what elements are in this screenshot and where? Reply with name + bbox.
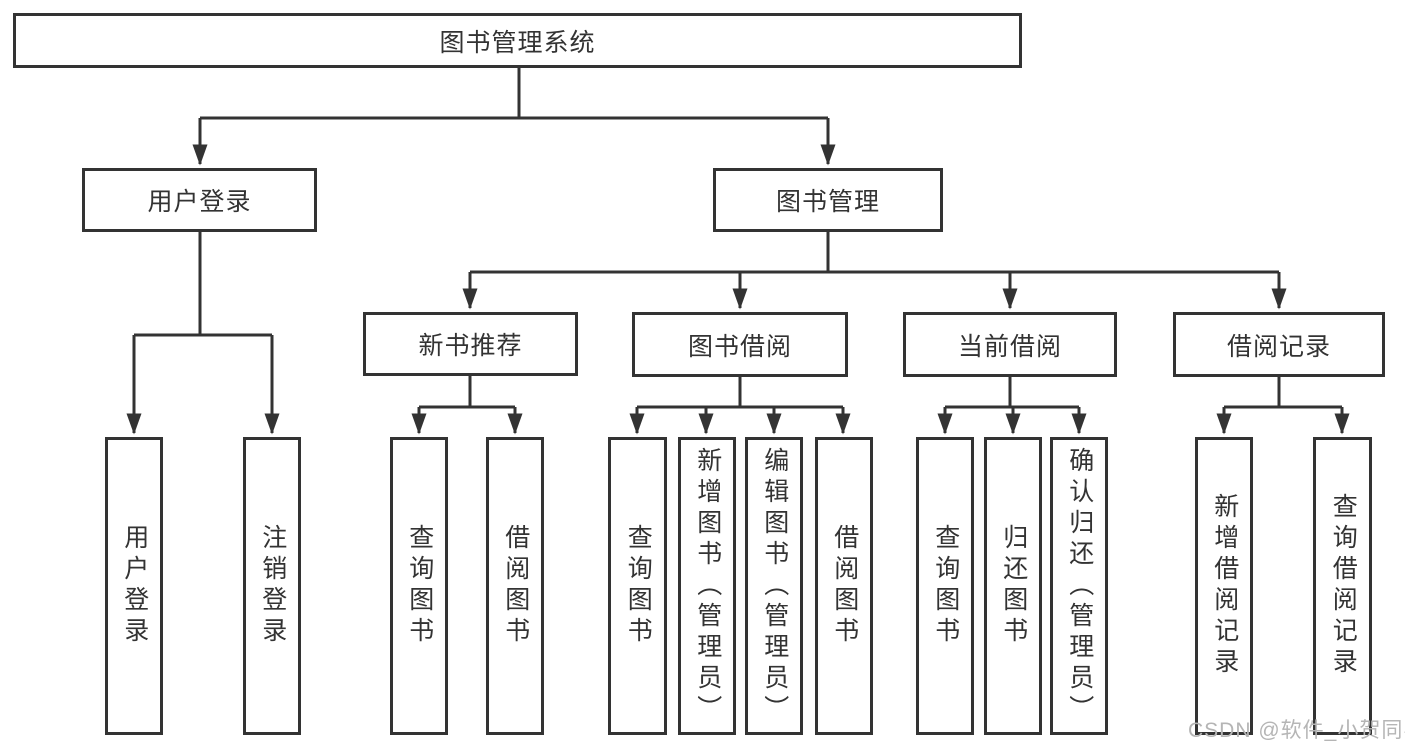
leaf-add-borrow-record: 新增借阅记录: [1195, 437, 1253, 735]
leaf-query-borrow-record: 查询借阅记录: [1313, 437, 1372, 735]
leaf-user-login: 用户登录: [105, 437, 163, 735]
node-book-management-branch: 图书管理: [713, 168, 943, 232]
node-current-borrowing: 当前借阅: [903, 312, 1117, 377]
node-book-borrowing: 图书借阅: [632, 312, 848, 377]
leaf-query-books-current: 查询图书: [916, 437, 974, 735]
csdn-watermark: CSDN @软件_小贺同学: [1188, 719, 1405, 742]
leaf-query-books-borrowing: 查询图书: [608, 437, 667, 735]
node-user-login-branch: 用户登录: [82, 168, 317, 232]
leaf-confirm-return-admin: 确认归还（管理员）: [1050, 437, 1108, 735]
node-library-management-system: 图书管理系统: [13, 13, 1022, 68]
leaf-logout: 注销登录: [243, 437, 301, 735]
leaf-add-book-admin: 新增图书（管理员）: [678, 437, 736, 735]
leaf-edit-book-admin: 编辑图书（管理员）: [745, 437, 803, 735]
leaf-query-books-recommend: 查询图书: [390, 437, 448, 735]
leaf-return-book: 归还图书: [984, 437, 1042, 735]
node-new-book-recommendation: 新书推荐: [363, 312, 578, 376]
node-borrowing-records: 借阅记录: [1173, 312, 1385, 377]
leaf-borrow-books-recommend: 借阅图书: [486, 437, 544, 735]
leaf-borrow-books: 借阅图书: [815, 437, 873, 735]
